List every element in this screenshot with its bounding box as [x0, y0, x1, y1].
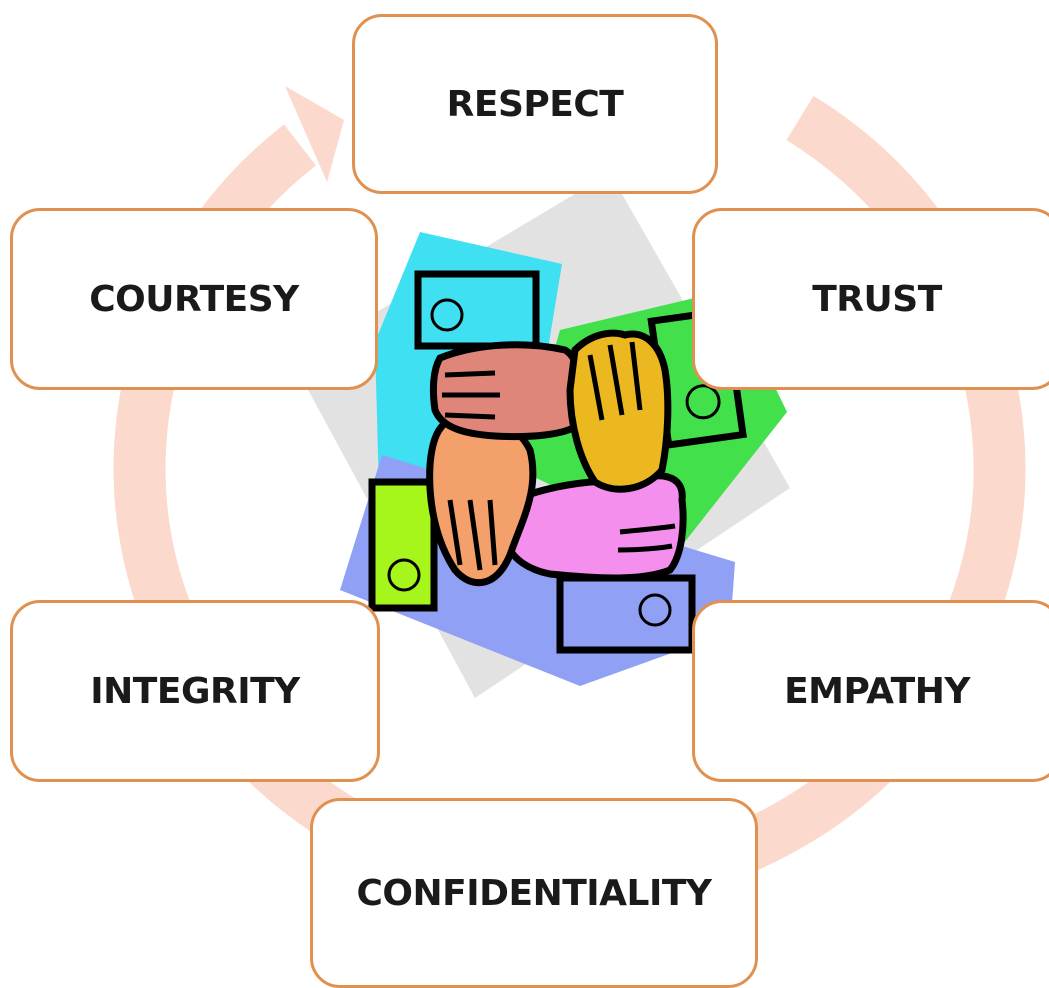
cuff-left	[368, 478, 438, 612]
node-label: RESPECT	[446, 83, 624, 125]
node-respect: RESPECT	[352, 14, 718, 194]
node-label: TRUST	[812, 278, 942, 320]
node-confidentiality: CONFIDENTIALITY	[310, 798, 758, 988]
node-label: EMPATHY	[784, 670, 970, 712]
pink-hand-fingers	[617, 523, 676, 553]
orange-hand-fingers	[447, 499, 498, 571]
node-empathy: EMPATHY	[692, 600, 1049, 782]
salmon-hand-fingers	[442, 370, 500, 420]
node-integrity: INTEGRITY	[10, 600, 380, 782]
node-courtesy: COURTESY	[10, 208, 378, 390]
node-label: CONFIDENTIALITY	[356, 872, 712, 914]
node-label: INTEGRITY	[90, 670, 300, 712]
cuff-top	[414, 270, 540, 350]
node-label: COURTESY	[89, 278, 299, 320]
cuff-bottom	[556, 574, 696, 654]
salmon-hand	[429, 341, 585, 441]
cycle-arrowhead	[285, 86, 344, 182]
yellow-hand-fingers	[587, 341, 643, 421]
node-trust: TRUST	[692, 208, 1049, 390]
